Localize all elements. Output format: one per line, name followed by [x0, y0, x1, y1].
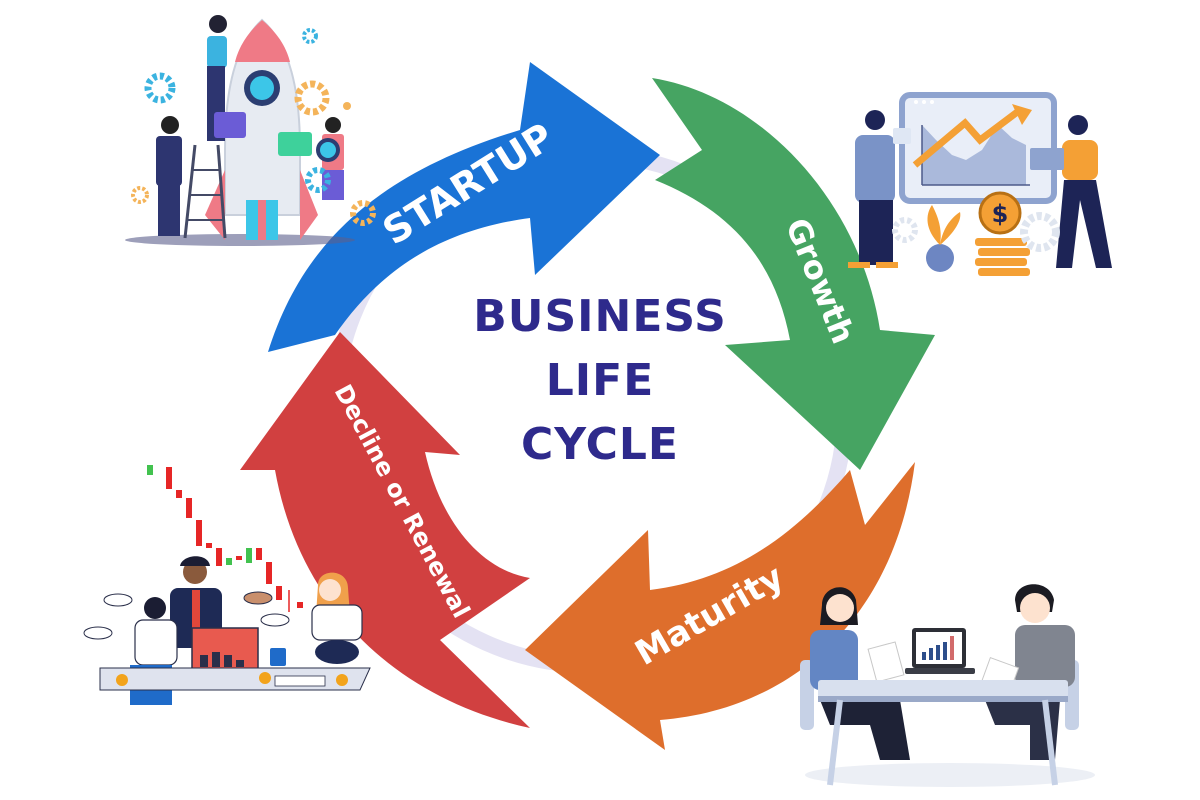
- growth-arrow: [652, 78, 935, 470]
- candlestick-chart-icon: [147, 465, 303, 612]
- decline-renewal-arrow: [240, 332, 530, 728]
- growth-illustration: $: [848, 92, 1112, 276]
- diagram-title: BUSINESS LIFE CYCLE: [440, 285, 760, 477]
- decline-illustration: [83, 465, 371, 705]
- maturity-illustration: [800, 584, 1095, 787]
- startup-arrow: [268, 62, 660, 352]
- maturity-arrow: [525, 462, 915, 750]
- title-line-life: LIFE: [545, 355, 655, 406]
- title-line-cycle: CYCLE: [521, 419, 679, 470]
- title-line-business: BUSINESS: [473, 291, 727, 342]
- startup-illustration: [125, 15, 376, 246]
- dollar-icon: $: [992, 200, 1009, 228]
